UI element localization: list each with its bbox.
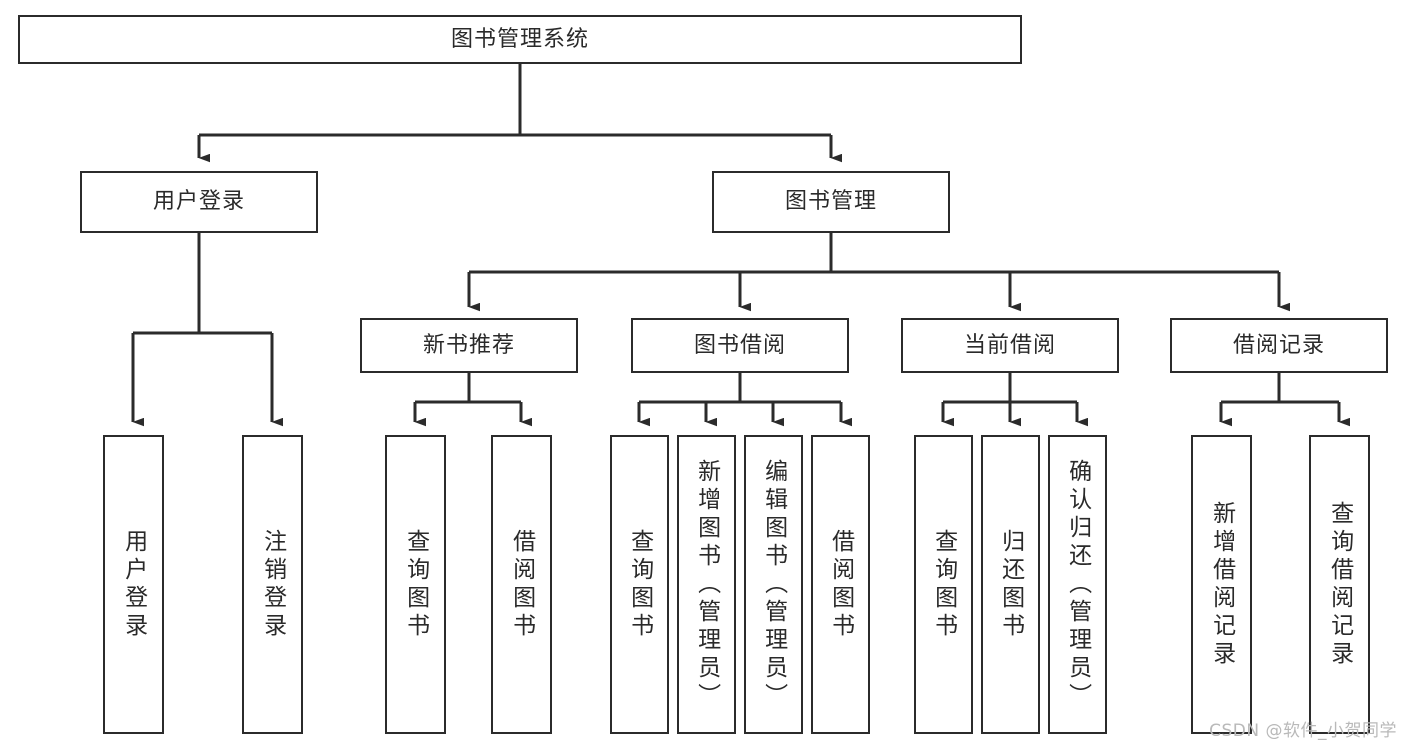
node-leaf-logout-label: 注销登录 xyxy=(259,528,286,641)
node-root-label: 图书管理系统 xyxy=(450,26,589,52)
node-borrow-record[interactable]: 借阅记录 xyxy=(1170,318,1388,373)
node-leaf-query-book-2-label: 查询图书 xyxy=(626,528,653,641)
node-leaf-borrow-book-1[interactable]: 借阅图书 xyxy=(491,435,552,734)
node-book-borrow[interactable]: 图书借阅 xyxy=(631,318,849,373)
node-new-book-rec[interactable]: 新书推荐 xyxy=(360,318,578,373)
node-book-manage-label: 图书管理 xyxy=(784,189,877,215)
node-leaf-edit-book[interactable]: 编辑图书（管理员） xyxy=(744,435,803,734)
node-leaf-query-book-2[interactable]: 查询图书 xyxy=(610,435,669,734)
node-leaf-query-book-3-label: 查询图书 xyxy=(930,528,957,641)
node-leaf-user-login[interactable]: 用户登录 xyxy=(103,435,164,734)
node-book-manage[interactable]: 图书管理 xyxy=(712,171,950,233)
node-leaf-edit-book-label: 编辑图书（管理员） xyxy=(760,458,787,711)
node-leaf-borrow-book-1-label: 借阅图书 xyxy=(508,528,535,641)
node-current-borrow-label: 当前借阅 xyxy=(963,332,1056,358)
node-leaf-add-record[interactable]: 新增借阅记录 xyxy=(1191,435,1252,734)
node-book-borrow-label: 图书借阅 xyxy=(693,332,786,358)
csdn-watermark: CSDN @软件_小贺同学 xyxy=(1209,721,1397,741)
node-borrow-record-label: 借阅记录 xyxy=(1232,332,1325,358)
node-user-login-label: 用户登录 xyxy=(152,189,245,215)
node-leaf-return-book-label: 归还图书 xyxy=(997,528,1024,641)
node-new-book-rec-label: 新书推荐 xyxy=(422,332,515,358)
node-leaf-logout[interactable]: 注销登录 xyxy=(242,435,303,734)
node-leaf-confirm-return-label: 确认归还（管理员） xyxy=(1064,458,1091,711)
node-leaf-query-book-1[interactable]: 查询图书 xyxy=(385,435,446,734)
node-current-borrow[interactable]: 当前借阅 xyxy=(901,318,1119,373)
node-leaf-query-book-1-label: 查询图书 xyxy=(402,528,429,641)
node-leaf-return-book[interactable]: 归还图书 xyxy=(981,435,1040,734)
node-leaf-add-record-label: 新增借阅记录 xyxy=(1208,500,1235,669)
node-leaf-query-record[interactable]: 查询借阅记录 xyxy=(1309,435,1370,734)
node-user-login[interactable]: 用户登录 xyxy=(80,171,318,233)
node-root[interactable]: 图书管理系统 xyxy=(18,15,1022,64)
node-leaf-borrow-book-2[interactable]: 借阅图书 xyxy=(811,435,870,734)
node-leaf-user-login-label: 用户登录 xyxy=(120,528,147,641)
node-leaf-query-book-3[interactable]: 查询图书 xyxy=(914,435,973,734)
node-leaf-add-book-label: 新增图书（管理员） xyxy=(693,458,720,711)
node-leaf-query-record-label: 查询借阅记录 xyxy=(1326,500,1353,669)
node-leaf-borrow-book-2-label: 借阅图书 xyxy=(827,528,854,641)
node-leaf-add-book[interactable]: 新增图书（管理员） xyxy=(677,435,736,734)
node-leaf-confirm-return[interactable]: 确认归还（管理员） xyxy=(1048,435,1107,734)
